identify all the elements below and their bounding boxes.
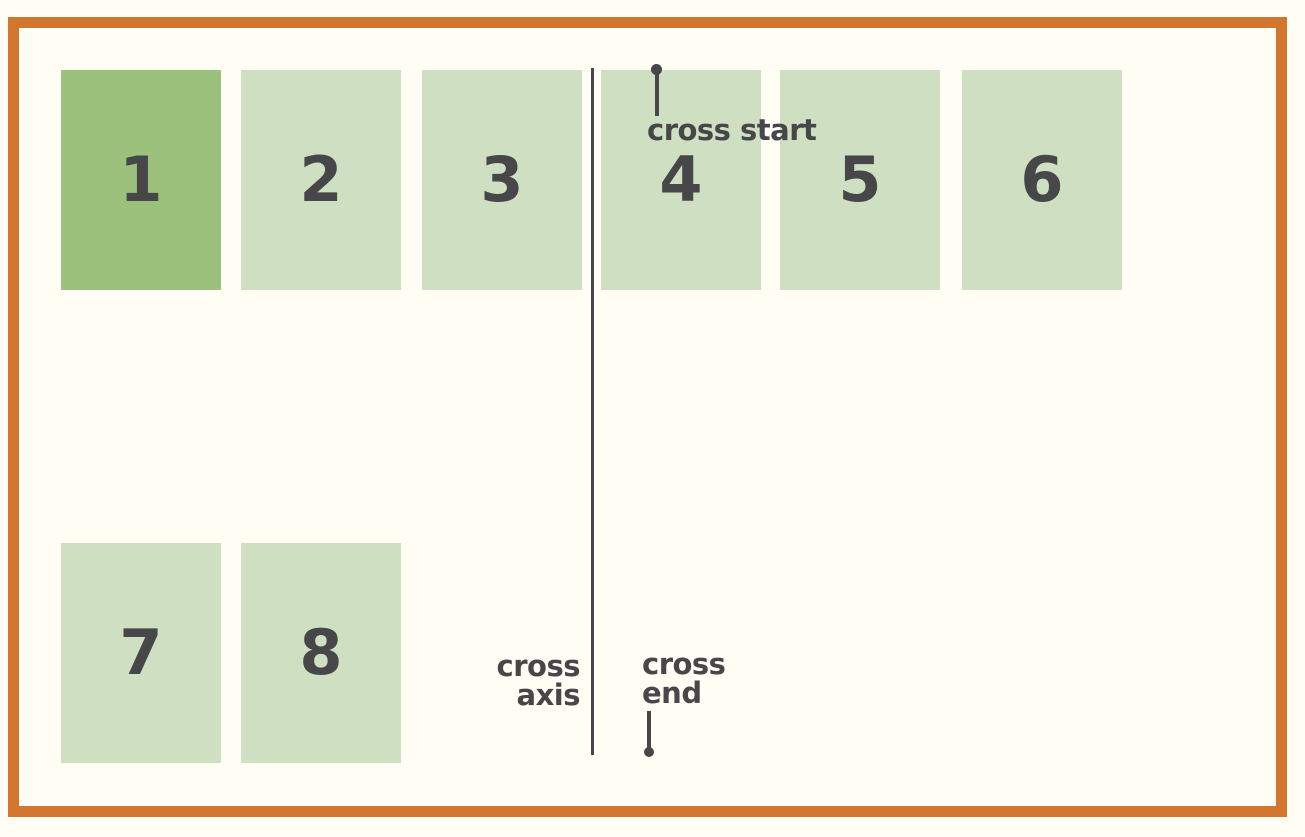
cross-axis-label-line1: cross [496, 649, 581, 683]
flex-item-number: 3 [480, 143, 524, 216]
cross-axis-label: cross axis [496, 649, 581, 712]
cross-start-label: cross start [647, 113, 817, 147]
cross-axis-label-line2: axis [516, 678, 581, 712]
cross-end-pin-stem [647, 711, 651, 748]
flex-item-1: 1 [61, 70, 221, 290]
cross-end-label-line1: cross [642, 647, 726, 681]
flex-item-number: 7 [119, 616, 163, 689]
flex-item-7: 7 [61, 543, 221, 763]
flex-item-5: 5 [780, 70, 940, 290]
cross-end-pin-icon [644, 747, 654, 757]
flex-item-4: 4 [601, 70, 761, 290]
flex-item-number: 2 [299, 143, 343, 216]
flex-item-number: 5 [838, 143, 882, 216]
cross-end-label: cross end [642, 647, 726, 710]
cross-end-label-line2: end [642, 676, 702, 710]
flex-item-2: 2 [241, 70, 401, 290]
flex-container-frame [8, 17, 1287, 817]
cross-start-pin-icon [651, 64, 662, 75]
flex-item-number: 4 [659, 143, 703, 216]
flex-item-number: 1 [119, 143, 163, 216]
flex-item-3: 3 [422, 70, 582, 290]
cross-start-pin-stem [655, 73, 659, 116]
flex-item-8: 8 [241, 543, 401, 763]
flex-item-number: 8 [299, 616, 343, 689]
cross-axis-line [591, 68, 594, 755]
flex-item-6: 6 [962, 70, 1122, 290]
flex-item-number: 6 [1020, 143, 1064, 216]
